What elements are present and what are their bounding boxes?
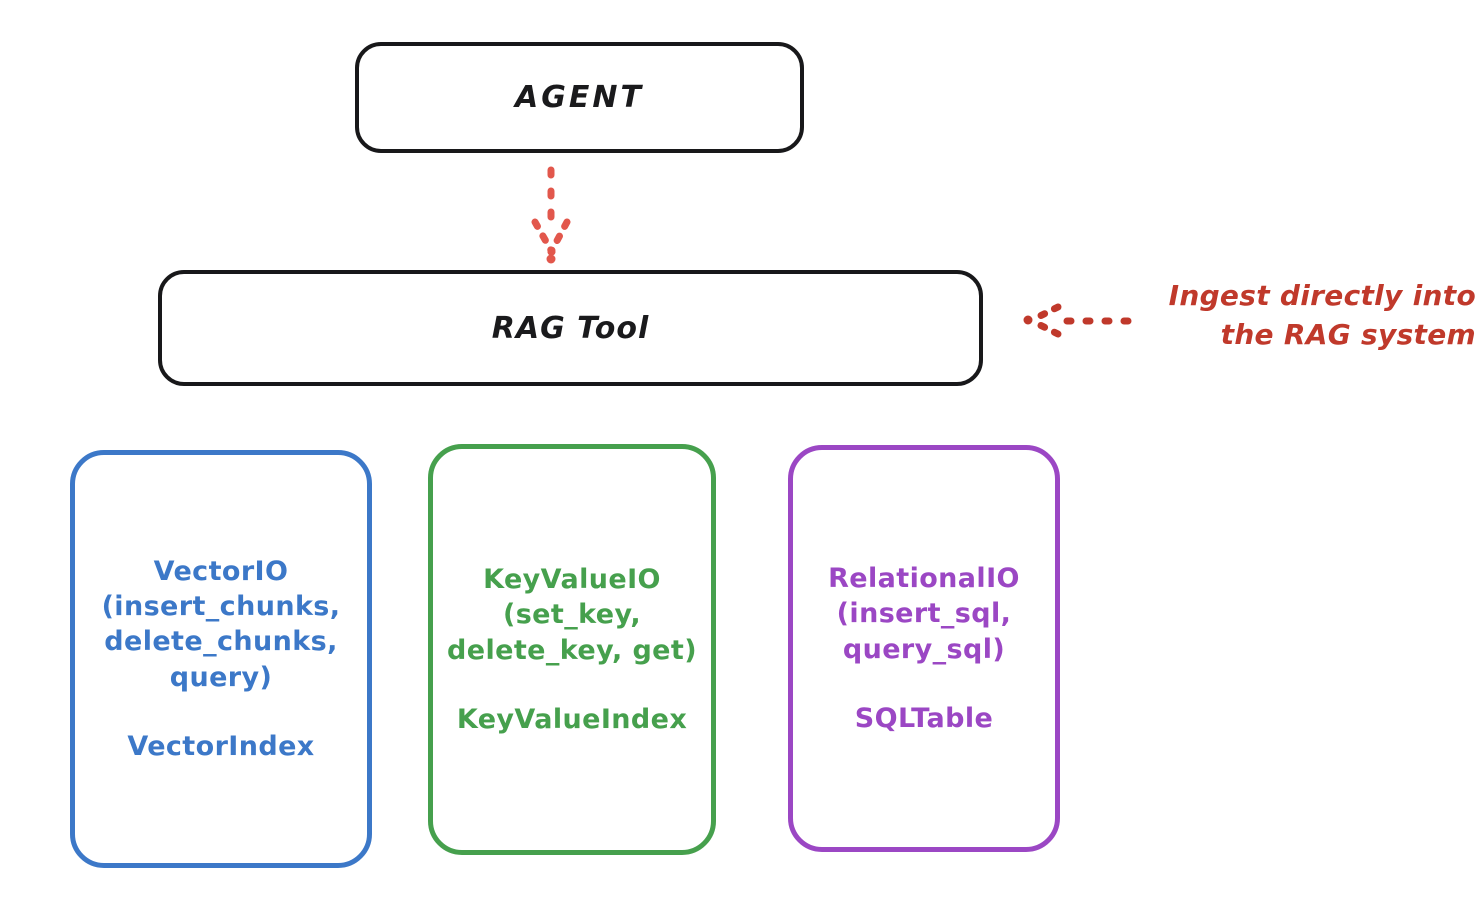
annotation-connector bbox=[1023, 303, 1132, 338]
arrow-tip-icon bbox=[1023, 315, 1033, 325]
vector-io-title: VectorIO (insert_chunks, delete_chunks, … bbox=[101, 556, 341, 693]
arrowhead-right-stroke-icon bbox=[547, 218, 571, 256]
arrowhead-upper-stroke-icon bbox=[1028, 303, 1062, 324]
arrow-tip-icon bbox=[546, 254, 556, 264]
ingest-annotation-text: Ingest directly into the RAG system bbox=[1168, 279, 1476, 352]
vector-index-label: VectorIndex bbox=[127, 730, 315, 762]
key-value-index-label: KeyValueIndex bbox=[456, 703, 688, 735]
agent-node[interactable]: AGENT bbox=[355, 42, 804, 153]
rag-tool-node[interactable]: RAG Tool bbox=[158, 270, 983, 386]
arrowhead-lower-stroke-icon bbox=[1028, 317, 1062, 338]
agent-node-label: AGENT bbox=[515, 80, 644, 115]
sql-table-label: SQLTable bbox=[854, 702, 994, 734]
relational-io-node[interactable]: RelationalIO (insert_sql, query_sql) SQL… bbox=[788, 445, 1060, 852]
agent-to-ragtool-connector bbox=[531, 166, 571, 264]
relational-io-title: RelationalIO (insert_sql, query_sql) bbox=[828, 563, 1020, 665]
key-value-io-title: KeyValueIO (set_key, delete_key, get) bbox=[447, 564, 697, 666]
vector-io-node[interactable]: VectorIO (insert_chunks, delete_chunks, … bbox=[70, 450, 372, 868]
rag-tool-node-label: RAG Tool bbox=[491, 310, 650, 346]
key-value-io-node[interactable]: KeyValueIO (set_key, delete_key, get) Ke… bbox=[428, 444, 716, 855]
arrowhead-left-stroke-icon bbox=[531, 218, 556, 256]
